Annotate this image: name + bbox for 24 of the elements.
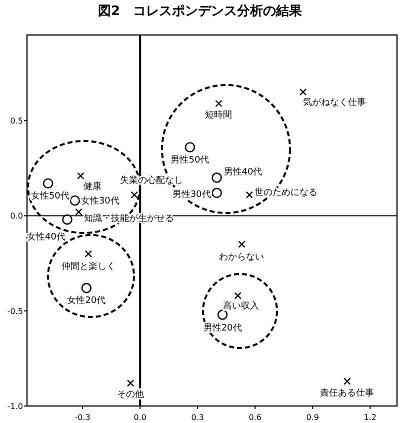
point-label: 女性50代: [30, 191, 70, 202]
axis-tick-label: 1.2: [364, 413, 377, 422]
point-label: 女性30代: [80, 196, 120, 207]
chart-title: 図2 コレスポンデンス分析の結果: [96, 3, 304, 20]
point-label: 仲間と楽しく: [61, 262, 116, 272]
axis-tick-label: -0.3: [74, 413, 90, 422]
point-label: 男性40代: [224, 168, 262, 178]
point-label: 短時間: [205, 110, 232, 120]
point-label: 世のためになる: [254, 188, 318, 198]
point-label: 高い収入: [222, 302, 259, 312]
axis-tick-label: 0.3: [191, 413, 204, 422]
axis-tick-label: 0.9: [306, 413, 320, 422]
axis-tick-label: 0.0: [10, 212, 23, 221]
point-label: 男性50代: [170, 155, 210, 166]
point-label: わからない: [219, 252, 264, 262]
axis-tick-label: 0.6: [248, 413, 262, 422]
axis-tick-label: 0.0: [134, 413, 146, 422]
point-label: 責任ある仕事: [320, 388, 374, 398]
point-label: 女性20代: [67, 296, 106, 306]
axis-tick-label: -1.0: [7, 402, 23, 411]
axis-tick-label: 0.5: [10, 116, 23, 126]
point-label: 健康: [84, 182, 102, 192]
point-label: 気がねなく仕事: [303, 98, 366, 108]
axis-tick-label: -0.5: [7, 306, 23, 316]
